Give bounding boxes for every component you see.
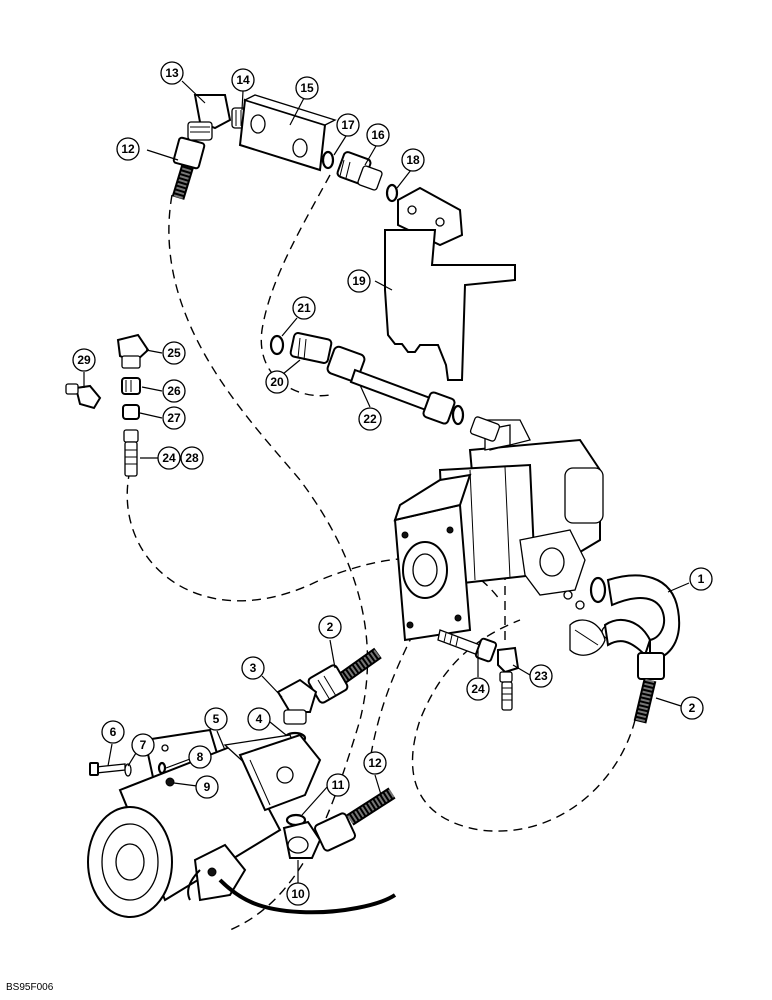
callout-12-upper: 12 (116, 137, 140, 161)
callout-18: 18 (401, 148, 425, 172)
block-15 (238, 94, 337, 172)
callout-5: 5 (204, 707, 228, 731)
elbow-29 (65, 383, 102, 410)
callout-20: 20 (265, 370, 289, 394)
callout-29: 29 (72, 348, 96, 372)
elbow-hose-1 (569, 574, 681, 662)
bracket-19 (384, 229, 516, 381)
svg-text:10: 10 (291, 887, 305, 901)
svg-text:28: 28 (185, 451, 199, 465)
fitting-20 (289, 332, 333, 364)
hose-12-lower (313, 787, 396, 852)
callout-9: 9 (195, 775, 219, 799)
callout-10: 10 (286, 882, 310, 906)
callout-25: 25 (162, 341, 186, 365)
svg-text:9: 9 (204, 780, 211, 794)
callout-19: 19 (347, 269, 371, 293)
fitting-24-left (123, 429, 139, 477)
svg-text:21: 21 (297, 301, 311, 315)
svg-text:24: 24 (162, 451, 176, 465)
fitting-16 (336, 151, 383, 191)
svg-text:8: 8 (197, 750, 204, 764)
svg-text:4: 4 (256, 712, 263, 726)
callout-23: 23 (529, 664, 553, 688)
oring-17 (321, 150, 335, 170)
svg-text:3: 3 (250, 661, 257, 675)
svg-text:7: 7 (140, 738, 147, 752)
plug-25 (116, 333, 150, 369)
motor-cable (187, 869, 397, 915)
svg-text:18: 18 (406, 153, 420, 167)
svg-text:25: 25 (167, 346, 181, 360)
oring-21 (269, 334, 285, 356)
svg-text:2: 2 (327, 620, 334, 634)
svg-text:26: 26 (167, 384, 181, 398)
elbow-fitting-3 (276, 678, 318, 725)
fitting-26 (121, 377, 141, 395)
svg-text:14: 14 (236, 73, 250, 87)
callout-12-lower: 12 (363, 751, 387, 775)
svg-text:24: 24 (471, 682, 485, 696)
drawing-code: BS95F006 (6, 982, 54, 993)
callout-11: 11 (326, 773, 350, 797)
washer-8 (157, 761, 167, 775)
bolt-6 (89, 762, 126, 776)
callout-24-middle: 24 (466, 677, 490, 701)
callout-24-left: 24 (157, 446, 181, 470)
callout-4: 4 (247, 707, 271, 731)
svg-text:17: 17 (341, 118, 355, 132)
callout-27: 27 (162, 406, 186, 430)
svg-text:12: 12 (121, 142, 135, 156)
tube-22 (326, 345, 465, 426)
oring-18 (385, 183, 399, 203)
svg-text:6: 6 (110, 725, 117, 739)
elbow-fitting-23 (497, 646, 520, 711)
callout-7: 7 (131, 733, 155, 757)
callout-28: 28 (180, 446, 204, 470)
svg-text:20: 20 (270, 375, 284, 389)
hose-2-right (633, 652, 665, 724)
svg-text:23: 23 (534, 669, 548, 683)
svg-text:16: 16 (371, 128, 385, 142)
callout-6: 6 (101, 720, 125, 744)
elbow-fitting-10 (282, 820, 322, 859)
svg-text:29: 29 (77, 353, 91, 367)
callout-22: 22 (358, 407, 382, 431)
motor-pump-5 (87, 728, 322, 918)
svg-text:12: 12 (368, 756, 382, 770)
svg-text:22: 22 (363, 412, 377, 426)
hose-2-lower (307, 647, 382, 704)
callout-8: 8 (188, 745, 212, 769)
callout-17: 17 (336, 113, 360, 137)
main-gear-pump (393, 419, 604, 642)
callouts: 13 14 15 12 17 16 18 19 21 20 22 29 25 2… (72, 61, 713, 906)
fitting-27 (122, 404, 140, 420)
hose-12-upper (171, 136, 206, 200)
callout-21: 21 (292, 296, 316, 320)
callout-15: 15 (295, 76, 319, 100)
svg-text:5: 5 (213, 712, 220, 726)
nut-9 (165, 777, 175, 787)
svg-text:11: 11 (332, 778, 345, 792)
washer-7 (124, 763, 132, 777)
callout-1: 1 (689, 567, 713, 591)
elbow-fitting-13 (187, 94, 232, 141)
svg-text:1: 1 (698, 572, 705, 586)
callout-13: 13 (160, 61, 184, 85)
callout-2-right: 2 (680, 696, 704, 720)
pump-pressure-fitting (469, 416, 501, 442)
svg-text:2: 2 (689, 701, 696, 715)
svg-text:27: 27 (167, 411, 181, 425)
svg-text:13: 13 (165, 66, 179, 80)
callout-2-middle: 2 (318, 615, 342, 639)
callout-14: 14 (231, 68, 255, 92)
svg-text:15: 15 (300, 81, 314, 95)
fitting-24-middle (437, 629, 498, 663)
callout-26: 26 (162, 379, 186, 403)
callout-3: 3 (241, 656, 265, 680)
callout-16: 16 (366, 123, 390, 147)
svg-text:19: 19 (352, 274, 366, 288)
